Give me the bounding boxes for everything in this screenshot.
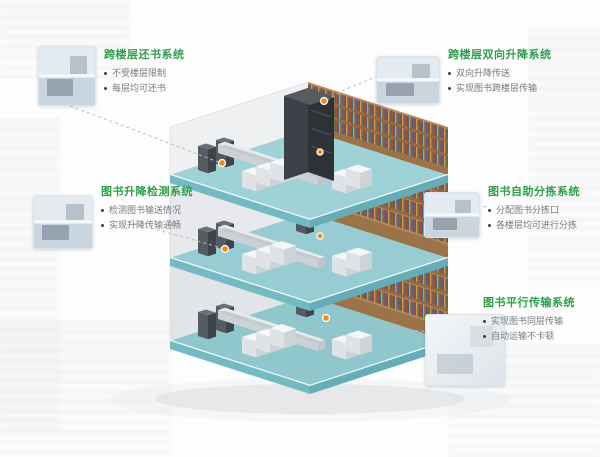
detection-system-thumbnail [33, 195, 93, 249]
bookshelf-wall [308, 82, 448, 176]
callout-title: 跨楼层双向升降系统 [448, 49, 552, 61]
connection-dot [217, 158, 227, 168]
callout-bullet: 自动运输不卡顿 [491, 331, 555, 341]
sorting-system-thumbnail [424, 192, 480, 238]
lift-system-thumbnail [376, 56, 440, 104]
callout-bullet: 实现升降传输通畅 [109, 220, 182, 230]
connection-dot [316, 232, 324, 240]
return-system-thumbnail [38, 46, 96, 106]
callout-bullet: 实现图书同层传输 [491, 316, 564, 326]
callout-self-sorting: 图书自助分拣系统 分配图书分拣口 各楼层均可进行分拣 [424, 183, 580, 238]
callout-bullet: 各楼层均可进行分拣 [496, 220, 578, 230]
parallel-system-thumbnail [425, 314, 505, 386]
callout-title: 跨楼层还书系统 [104, 49, 185, 61]
callout-bullet: 实现图书跨楼层传输 [456, 83, 538, 93]
connection-dot [316, 148, 324, 156]
callout-parallel-transfer: 图书平行传输系统 实现图书同层传输 自动运输不卡顿 [425, 294, 595, 386]
callout-bullet: 检测图书输送情况 [109, 205, 182, 215]
connection-dot [220, 244, 230, 254]
connection-dot [319, 96, 329, 106]
building-floor-top [169, 81, 449, 228]
callout-cross-floor-return: 跨楼层还书系统 不受楼层限制 每层均可还书 [38, 46, 185, 106]
callout-bullet: 每层均可还书 [112, 83, 167, 93]
callout-bullet: 分配图书分拣口 [496, 205, 560, 215]
callout-title: 图书升降检测系统 [101, 186, 193, 198]
callout-title: 图书平行传输系统 [483, 297, 575, 309]
callout-title: 图书自助分拣系统 [488, 186, 580, 198]
connection-dot [321, 313, 331, 323]
callout-bullet: 不受楼层限制 [112, 68, 167, 78]
connection-dots [217, 96, 435, 323]
callout-cross-floor-lift: 跨楼层双向升降系统 双向升降传送 实现图书跨楼层传输 [376, 46, 552, 104]
callout-lift-detection: 图书升降检测系统 检测图书输送情况 实现升降传输通畅 [33, 183, 193, 249]
callout-bullet: 双向升降传送 [456, 68, 511, 78]
